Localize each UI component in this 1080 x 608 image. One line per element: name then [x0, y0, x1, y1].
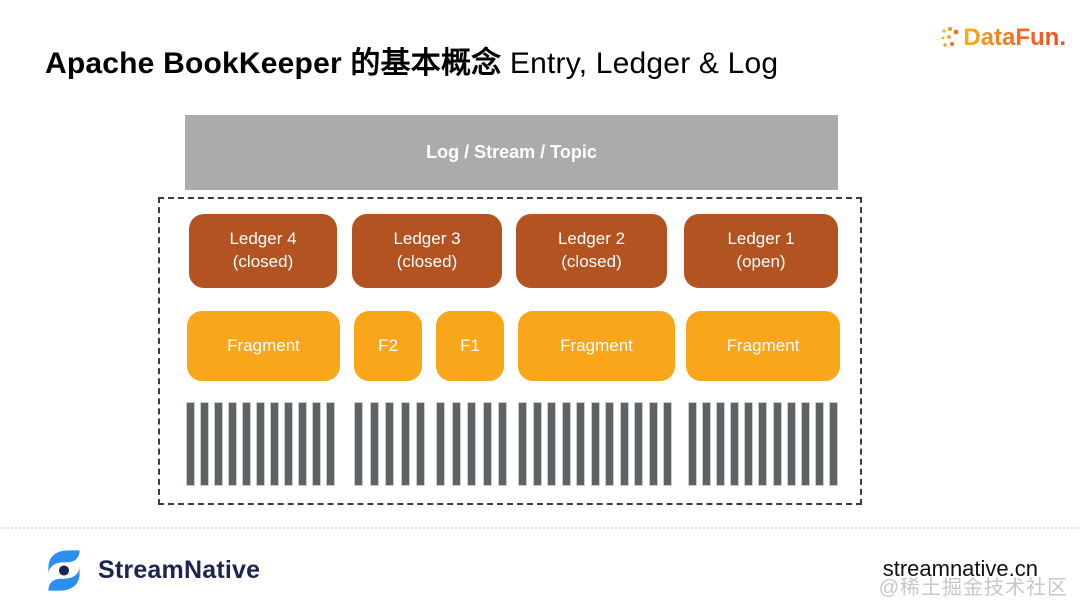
entry-bar-group-5: [688, 402, 838, 486]
log-stream-topic-bar: Log / Stream / Topic: [185, 115, 838, 190]
entry-bar: [400, 402, 410, 486]
entry-bar: [605, 402, 614, 486]
entry-bar: [828, 402, 838, 486]
entry-bar: [385, 402, 394, 486]
entry-bar-group-3: [436, 402, 507, 486]
footer-divider: [0, 527, 1080, 529]
page-title: Apache BookKeeper 的基本概念 Entry, Ledger & …: [45, 38, 778, 82]
streamnative-icon: [48, 550, 80, 591]
log-stream-topic-label: Log / Stream / Topic: [426, 142, 597, 162]
fragment-box-f1: F1: [436, 311, 504, 381]
entry-bar: [648, 402, 658, 486]
entry-bar: [200, 402, 209, 486]
watermark: @稀土掘金技术社区: [878, 577, 1068, 599]
datafun-logo: DataFun.: [939, 24, 1066, 52]
entry-bar: [663, 402, 672, 486]
entry-bar: [270, 402, 279, 486]
entry-bar: [482, 402, 492, 486]
streamnative-logo: StreamNative: [42, 547, 260, 594]
entry-bar: [547, 402, 556, 486]
entry-bar: [590, 402, 600, 486]
datafun-dots-icon: [941, 27, 959, 47]
datafun-logo-text: DataFun.: [963, 24, 1066, 51]
entry-bar: [716, 402, 726, 486]
entry-bar: [242, 402, 251, 486]
entry-bar-group-2: [354, 402, 425, 486]
page-title-bold: Apache BookKeeper 的基本概念: [45, 47, 502, 80]
entry-bar: [451, 402, 461, 486]
entry-bar: [702, 402, 712, 486]
entry-bar: [326, 402, 335, 486]
ledger-box-ledger-3: Ledger 3(closed): [352, 214, 502, 288]
entry-bar: [634, 402, 643, 486]
entry-bar: [814, 402, 824, 486]
entry-bar: [214, 402, 223, 486]
entry-bar: [688, 402, 697, 486]
ledger-box-ledger-2: Ledger 2(closed): [516, 214, 667, 288]
entry-bar: [354, 402, 363, 486]
entry-bar: [284, 402, 293, 486]
fragment-box-fragment: Fragment: [518, 311, 675, 381]
entry-bar: [758, 402, 768, 486]
entry-bar: [800, 402, 810, 486]
fragment-box-f2: F2: [354, 311, 422, 381]
entry-bar: [786, 402, 796, 486]
ledger-box-ledger-1: Ledger 1(open): [684, 214, 838, 288]
entry-bar: [498, 402, 507, 486]
entry-bar-group-1: [186, 402, 335, 486]
ledger-box-ledger-4: Ledger 4(closed): [189, 214, 337, 288]
entry-bar: [298, 402, 307, 486]
entry-bar: [561, 402, 571, 486]
entry-bar: [730, 402, 740, 486]
entry-bar: [772, 402, 782, 486]
entry-bar: [532, 402, 542, 486]
entry-bar: [256, 402, 265, 486]
fragment-box-fragment: Fragment: [187, 311, 340, 381]
entry-bar: [467, 402, 476, 486]
entry-bar: [186, 402, 195, 486]
ledger-container-border: [158, 197, 862, 505]
site-url: streamnative.cn: [882, 556, 1038, 581]
streamnative-logo-text: StreamNative: [98, 556, 261, 584]
fragment-box-fragment: Fragment: [686, 311, 840, 381]
entry-bar: [436, 402, 445, 486]
entry-bar: [576, 402, 585, 486]
entry-bar: [312, 402, 321, 486]
page-title-regular: Entry, Ledger & Log: [509, 47, 779, 80]
entry-bar-group-4: [518, 402, 672, 486]
entry-bar: [369, 402, 379, 486]
entry-bar: [228, 402, 237, 486]
entry-bar: [744, 402, 754, 486]
entry-bar: [619, 402, 629, 486]
entry-bar: [518, 402, 527, 486]
entry-bar: [416, 402, 425, 486]
